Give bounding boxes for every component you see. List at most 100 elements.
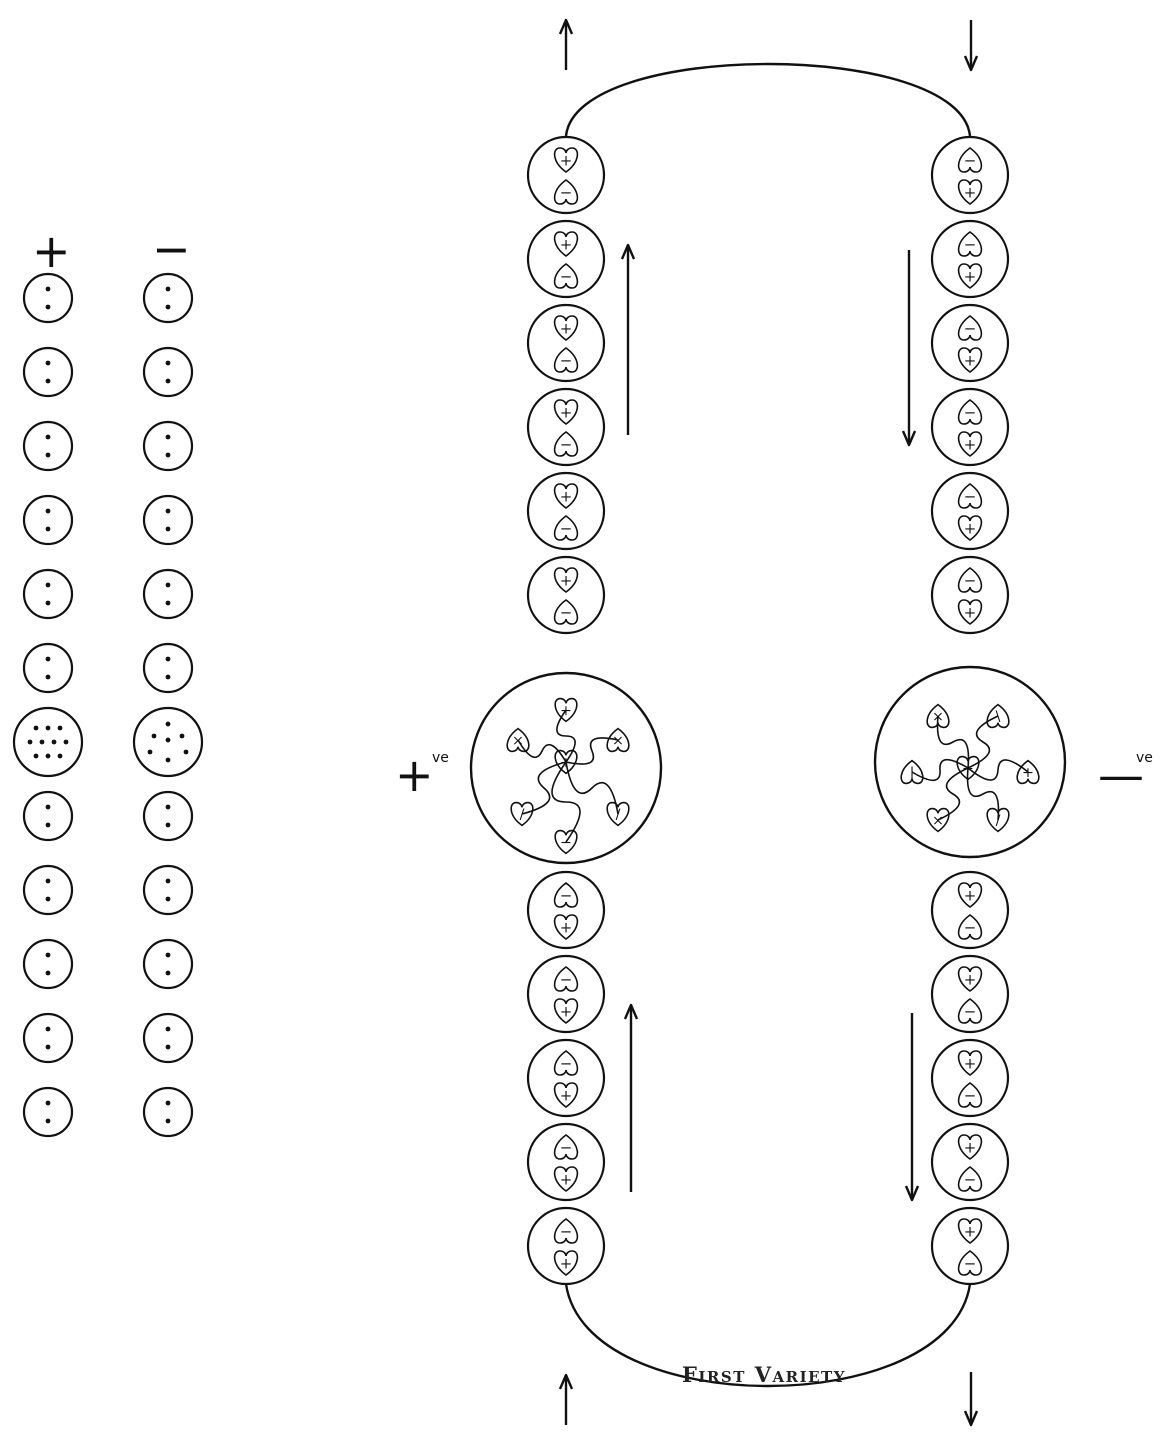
plus-key-atom: [24, 274, 72, 322]
heart-sign: −: [964, 488, 977, 506]
key-dot: [152, 734, 157, 739]
heart-sign: +: [560, 1171, 573, 1189]
bead-atom: +−: [528, 473, 604, 549]
heart-sign: +: [964, 1139, 977, 1157]
key-dot: [58, 726, 63, 731]
key-dot: [166, 583, 171, 588]
key-dot: [166, 1119, 171, 1124]
heart-sign: +: [560, 572, 573, 590]
heart-sign: +: [560, 1003, 573, 1021]
bead-atom: −+: [932, 221, 1008, 297]
heart-sign: +: [560, 404, 573, 422]
minus-key-atom: [144, 1088, 192, 1136]
heart-sign: +: [560, 1255, 573, 1273]
plus-key-atom: [24, 792, 72, 840]
up-arrow-icon: [622, 245, 634, 435]
key-dot: [46, 897, 51, 902]
heart-sign: +: [560, 152, 573, 170]
bead-atom: +−: [932, 872, 1008, 948]
up-arrow-icon: [560, 20, 572, 70]
heart-sign: /: [616, 807, 621, 823]
left-key-minus-header: −: [152, 226, 191, 272]
key-dot: [166, 305, 171, 310]
plus-key-atom: [24, 866, 72, 914]
minus-key-atom: [144, 348, 192, 396]
figure-caption: First Variety: [682, 1362, 846, 1387]
key-dot: [46, 287, 51, 292]
key-dot: [34, 726, 39, 731]
heart-sign: −: [964, 1087, 977, 1105]
heart-sign: −: [560, 887, 573, 905]
key-dot: [166, 1045, 171, 1050]
key-dot: [46, 527, 51, 532]
key-dot: [46, 823, 51, 828]
heart-sign: +: [964, 520, 977, 538]
down-arrow-icon: [965, 1372, 977, 1425]
key-dot: [166, 657, 171, 662]
key-dot: [46, 435, 51, 440]
heart-sign: /: [996, 813, 1001, 829]
key-dot: [148, 750, 153, 755]
bead-atom: +−: [932, 1124, 1008, 1200]
key-dot: [58, 754, 63, 759]
key-dot: [46, 583, 51, 588]
key-dot: [166, 361, 171, 366]
key-dot: [46, 1045, 51, 1050]
heart-sign: +: [560, 488, 573, 506]
heart-sign: −: [560, 352, 573, 370]
bead-atom: −+: [528, 1040, 604, 1116]
heart-sign: +: [1022, 765, 1034, 781]
up-arrow-icon: [560, 1375, 572, 1425]
heart-sign: −: [962, 761, 974, 777]
key-dot: [46, 1101, 51, 1106]
heart-sign: +: [560, 755, 572, 771]
key-dot: [166, 879, 171, 884]
key-dot: [166, 823, 171, 828]
plus-key-atom: [24, 940, 72, 988]
heart-sign: −: [964, 404, 977, 422]
heart-sign: +: [964, 604, 977, 622]
key-dot: [46, 305, 51, 310]
heart-sign: −: [964, 320, 977, 338]
down-arrow-icon: [965, 20, 977, 70]
minus-key-atom: [144, 496, 192, 544]
minus-key-atom: [144, 570, 192, 618]
plus-key-atom: [24, 1014, 72, 1062]
heart-sign: +: [560, 703, 572, 719]
bead-atom: −+: [528, 1208, 604, 1284]
heart-sign: +: [964, 1055, 977, 1073]
key-dot: [184, 750, 189, 755]
bead-atom: −+: [528, 1124, 604, 1200]
plus-key-atom: [24, 570, 72, 618]
bead-atom: −+: [932, 305, 1008, 381]
bead-atom: −+: [932, 137, 1008, 213]
heart-sign: −: [964, 1171, 977, 1189]
heart-sign: \: [996, 709, 1001, 725]
positive-hub: +××+//−: [471, 673, 661, 863]
bead-atom: +−: [932, 1208, 1008, 1284]
key-dot: [46, 879, 51, 884]
key-dot: [46, 754, 51, 759]
heart-sign: +: [964, 268, 977, 286]
key-dot: [52, 740, 57, 745]
heart-sign: +: [560, 1087, 573, 1105]
key-dot: [166, 509, 171, 514]
key-dot: [166, 722, 171, 727]
key-dot: [46, 453, 51, 458]
plus-key-atom: [24, 422, 72, 470]
bead-atom: +−: [932, 956, 1008, 1032]
heart-sign: |: [910, 765, 915, 781]
heart-sign: +: [964, 184, 977, 202]
bead-atom: +−: [528, 389, 604, 465]
minus-key-atom: [144, 422, 192, 470]
heart-sign: −: [964, 572, 977, 590]
heart-sign: −: [560, 1055, 573, 1073]
heart-sign: −: [560, 1139, 573, 1157]
heart-sign: ×: [932, 709, 944, 725]
heart-sign: −: [964, 1003, 977, 1021]
key-dot: [28, 740, 33, 745]
minus-key-atom: [144, 644, 192, 692]
heart-sign: −: [560, 971, 573, 989]
minus-key-atom: [144, 940, 192, 988]
key-dot: [166, 897, 171, 902]
